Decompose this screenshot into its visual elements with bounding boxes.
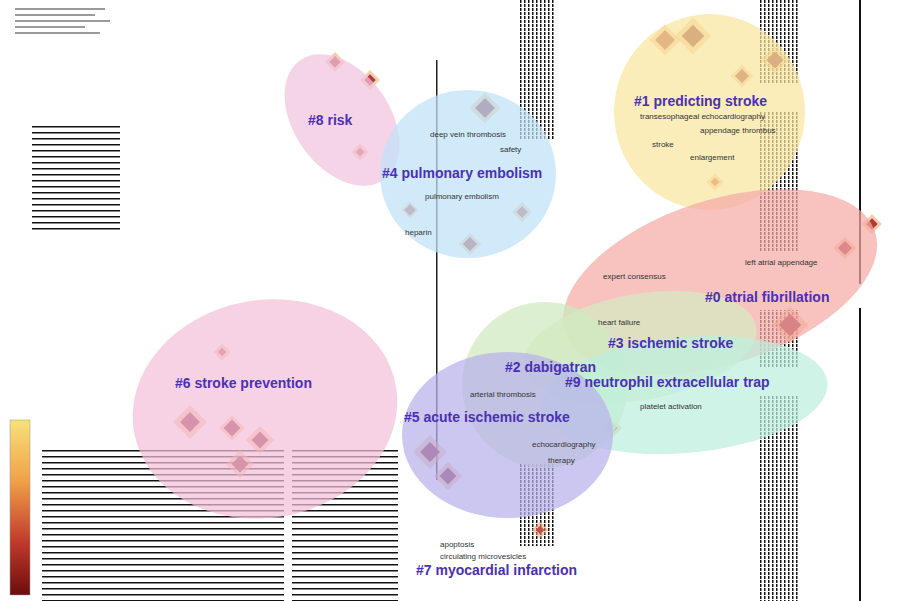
keyword-label: transesophageal echocardiography <box>640 112 765 121</box>
keyword-label: appendage thrombus <box>700 126 776 135</box>
stripe-block <box>32 122 120 230</box>
keyword-label: therapy <box>548 456 575 465</box>
keyword-label: arterial thrombosis <box>470 390 536 399</box>
noise-block <box>15 8 110 34</box>
cluster-label: #7 myocardial infarction <box>416 562 577 578</box>
divider-line <box>859 308 861 601</box>
cluster-label: #0 atrial fibrillation <box>705 289 829 305</box>
year-color-bar <box>10 420 30 595</box>
cluster-region: #8 risk <box>292 45 392 195</box>
cluster-blob <box>614 14 805 210</box>
keyword-label: left atrial appendage <box>745 258 818 267</box>
cluster-label: #9 neutrophil extracellular trap <box>565 374 770 390</box>
cluster-blob <box>115 279 415 540</box>
keyword-label: apoptosis <box>440 540 474 549</box>
cluster-label: #6 stroke prevention <box>175 375 312 391</box>
keyword-label: safety <box>500 145 521 154</box>
cluster-label: #1 predicting stroke <box>634 93 767 109</box>
cluster-label: #8 risk <box>308 112 352 128</box>
keyword-label: echocardiography <box>532 440 596 449</box>
keyword-label: platelet activation <box>640 402 702 411</box>
cluster-blob <box>402 352 613 518</box>
cluster-label: #4 pulmonary embolism <box>382 165 542 181</box>
keyword-label: stroke <box>652 140 674 149</box>
keyword-label: pulmonary embolism <box>425 192 499 201</box>
cluster-label: #2 dabigatran <box>505 359 596 375</box>
cluster-label: #3 ischemic stroke <box>608 335 733 351</box>
keyword-diamond <box>532 522 549 539</box>
keyword-label: circulating microvesicles <box>440 552 526 561</box>
keyword-label: heart failure <box>598 318 640 327</box>
cluster-region: #6 stroke prevention <box>130 298 400 520</box>
keyword-label: heparin <box>405 228 432 237</box>
cluster-blob <box>380 90 556 258</box>
keyword-label: expert consensus <box>603 272 666 281</box>
keyword-label: enlargement <box>690 153 734 162</box>
cluster-label: #5 acute ischemic stroke <box>404 409 570 425</box>
cluster-outline <box>130 298 400 520</box>
keyword-label: deep vein thrombosis <box>430 130 506 139</box>
